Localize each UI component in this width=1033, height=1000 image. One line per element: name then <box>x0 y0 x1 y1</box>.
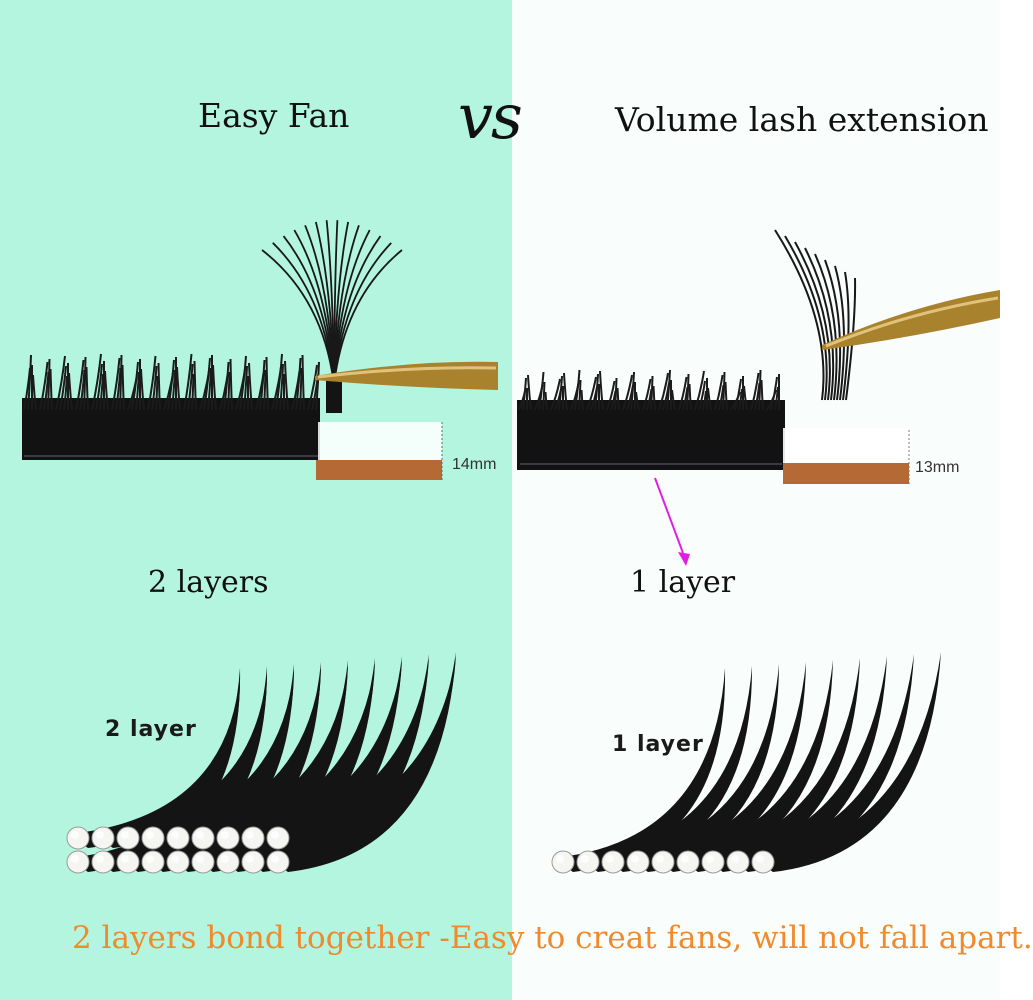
easy-fan-lash-fan <box>261 220 403 413</box>
left-tweezer <box>315 361 498 390</box>
two-layer-diagram-label: 2 layer <box>105 717 197 742</box>
volume-lash-layers-caption: 1 layer <box>630 565 736 600</box>
footer-tagline: 2 layers bond together -Easy to creat fa… <box>72 920 1033 956</box>
easy-fan-title: Easy Fan <box>198 96 350 135</box>
two-layer-diagram <box>66 652 456 874</box>
one-layer-diagram-label: 1 layer <box>612 732 704 757</box>
volume-lash-length-label: 13mm <box>915 459 960 476</box>
easy-fan-layers-caption: 2 layers <box>148 565 269 600</box>
vs-label: VS <box>458 80 523 153</box>
pointer-arrow <box>654 477 690 566</box>
illustration-layer <box>22 220 1000 874</box>
easy-fan-lash-strip <box>22 353 443 480</box>
easy-fan-length-label: 14mm <box>452 456 497 473</box>
volume-lash-bundle <box>774 229 857 401</box>
volume-lash-strip <box>517 369 910 484</box>
right-tweezer <box>822 290 1000 350</box>
volume-lash-title: Volume lash extension <box>615 100 989 139</box>
one-layer-diagram <box>551 652 941 874</box>
